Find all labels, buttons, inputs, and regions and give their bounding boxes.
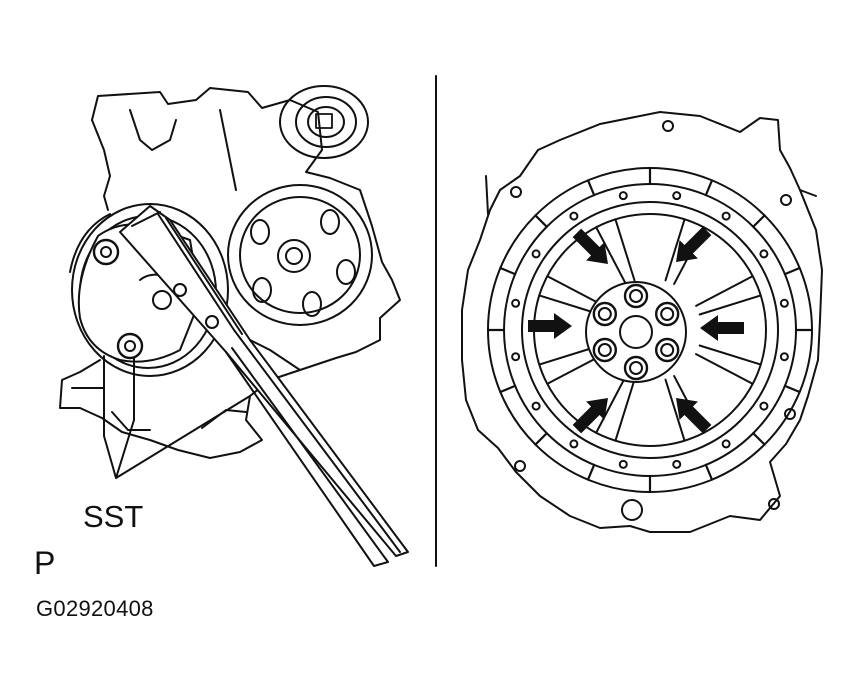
bolt-socket: [629, 361, 643, 375]
bolt-head: [623, 283, 649, 309]
bolt-socket: [597, 343, 612, 357]
sst-label: SST: [83, 499, 144, 534]
ring-hole: [511, 298, 521, 308]
ring-tooth-line: [586, 463, 596, 481]
arrow-marker: [676, 226, 712, 262]
ring-hole: [511, 352, 521, 362]
ring-tooth-line: [499, 384, 517, 394]
engine-block-outline: [59, 87, 401, 459]
ring-tooth-line: [752, 432, 766, 446]
bolt-head: [623, 355, 649, 381]
right-panel: [461, 111, 823, 533]
ring-tooth-line: [783, 384, 801, 394]
ring-hole: [531, 249, 541, 259]
ring-hole: [618, 191, 628, 201]
ring-hole: [672, 191, 682, 201]
ring-tooth-line: [499, 266, 517, 276]
ring-hole: [672, 459, 682, 469]
arrow-marker: [572, 228, 608, 264]
spoke-line: [595, 375, 627, 434]
p-label: P: [34, 545, 56, 581]
spoke-line: [614, 218, 636, 282]
hub-center: [619, 315, 653, 349]
sst-leader-lines: [103, 355, 251, 479]
ring-hole: [618, 459, 628, 469]
left-panel: [59, 85, 409, 567]
arrow-marker: [572, 398, 608, 434]
bolt-head: [592, 301, 618, 327]
bolt-arrows: [528, 226, 744, 434]
bolt-socket: [597, 307, 612, 321]
figure-code: G02920408: [36, 596, 154, 621]
ring-hole: [721, 439, 731, 449]
spoke-line: [698, 294, 762, 316]
flywheel-bolts: [592, 283, 680, 381]
ring-tooth-line: [586, 179, 596, 197]
ring-tooth-line: [704, 463, 714, 481]
bolt-head: [654, 337, 680, 363]
ring-hole: [721, 211, 731, 221]
spoke-line: [664, 378, 686, 442]
ring-hole: [759, 401, 769, 411]
spoke-line: [546, 275, 605, 307]
ring-gear-holes: [511, 191, 789, 469]
ring-hole: [531, 401, 541, 411]
spoke-line: [698, 344, 762, 366]
ring-hole: [569, 211, 579, 221]
spoke-line: [664, 218, 686, 282]
ring-gear-teeth: [486, 166, 814, 494]
upper-pulley: [279, 85, 369, 159]
ring-hole: [569, 439, 579, 449]
ring-tooth-line: [704, 179, 714, 197]
spoke-line: [595, 226, 627, 285]
ring-hole: [759, 249, 769, 259]
middle-pulley: [227, 184, 373, 326]
bolt-socket: [660, 343, 675, 357]
arrow-marker: [676, 398, 712, 434]
bolt-socket: [660, 307, 675, 321]
drive-plate-outer: [521, 201, 779, 459]
arrow-marker: [528, 313, 572, 339]
ring-tooth-line: [534, 432, 548, 446]
bolt-head: [592, 337, 618, 363]
ring-tooth-line: [752, 214, 766, 228]
spoke-line: [614, 378, 636, 442]
sst-handle: [119, 205, 409, 567]
spoke-line: [695, 353, 754, 385]
ring-hole: [779, 352, 789, 362]
ring-hole: [779, 298, 789, 308]
arrow-marker: [700, 315, 744, 341]
bolt-head: [654, 301, 680, 327]
ring-tooth-line: [783, 266, 801, 276]
spoke-line: [695, 275, 754, 307]
bolt-socket: [629, 289, 643, 303]
ring-tooth-line: [534, 214, 548, 228]
